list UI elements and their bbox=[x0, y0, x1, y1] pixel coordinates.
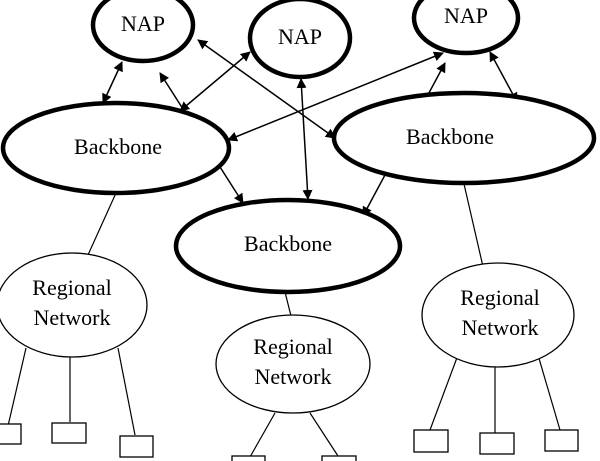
backbone-label: Backbone bbox=[74, 134, 162, 159]
host-box bbox=[479, 432, 515, 455]
regional-network-right: Regional Network bbox=[421, 262, 575, 368]
regional-label-line1: Regional bbox=[32, 275, 111, 300]
nap-node-2: NAP bbox=[247, 0, 353, 80]
host-box bbox=[51, 422, 87, 444]
host-box bbox=[0, 423, 22, 445]
nap-node-3: NAP bbox=[411, 0, 521, 56]
link-nap3-backbone-right bbox=[489, 51, 518, 103]
regional-host-links bbox=[7, 347, 561, 458]
link-backbone-right-regional-right bbox=[463, 183, 485, 272]
host-box bbox=[413, 429, 449, 453]
regional-label-line2: Network bbox=[255, 364, 332, 389]
backbone-label: Backbone bbox=[244, 231, 332, 256]
backbone-node-center: Backbone bbox=[173, 197, 403, 295]
link-regional-left-host-1 bbox=[7, 347, 27, 427]
nap-label: NAP bbox=[278, 24, 322, 49]
hosts bbox=[0, 422, 579, 461]
regional-label-line1: Regional bbox=[460, 285, 539, 310]
nap-node-1: NAP bbox=[90, 0, 196, 64]
link-nap1-backbone-left bbox=[102, 61, 123, 104]
regional-label-line2: Network bbox=[462, 315, 539, 340]
regional-network-left: Regional Network bbox=[0, 252, 148, 358]
backbone-label: Backbone bbox=[406, 124, 494, 149]
host-box bbox=[544, 429, 579, 452]
host-box bbox=[231, 455, 266, 461]
link-nap2-backbone-center bbox=[296, 78, 313, 200]
host-box bbox=[321, 455, 357, 461]
link-regional-right-host-1 bbox=[429, 354, 459, 431]
link-regional-right-host-3 bbox=[537, 354, 561, 431]
backbone-node-left: Backbone bbox=[0, 100, 232, 196]
link-nap2-backbone-left bbox=[179, 51, 251, 112]
nap-label: NAP bbox=[444, 3, 488, 28]
host-box bbox=[119, 435, 154, 458]
backbone-node-right: Backbone bbox=[331, 90, 597, 186]
nap-label: NAP bbox=[121, 11, 165, 36]
regional-network-center: Regional Network bbox=[215, 314, 371, 414]
regional-label-line1: Regional bbox=[253, 334, 332, 359]
regional-label-line2: Network bbox=[34, 305, 111, 330]
link-regional-center-host-1 bbox=[249, 412, 276, 458]
link-regional-left-host-3 bbox=[117, 347, 136, 436]
link-regional-center-host-2 bbox=[309, 412, 339, 457]
link-backbone-center-regional-center bbox=[284, 291, 292, 317]
